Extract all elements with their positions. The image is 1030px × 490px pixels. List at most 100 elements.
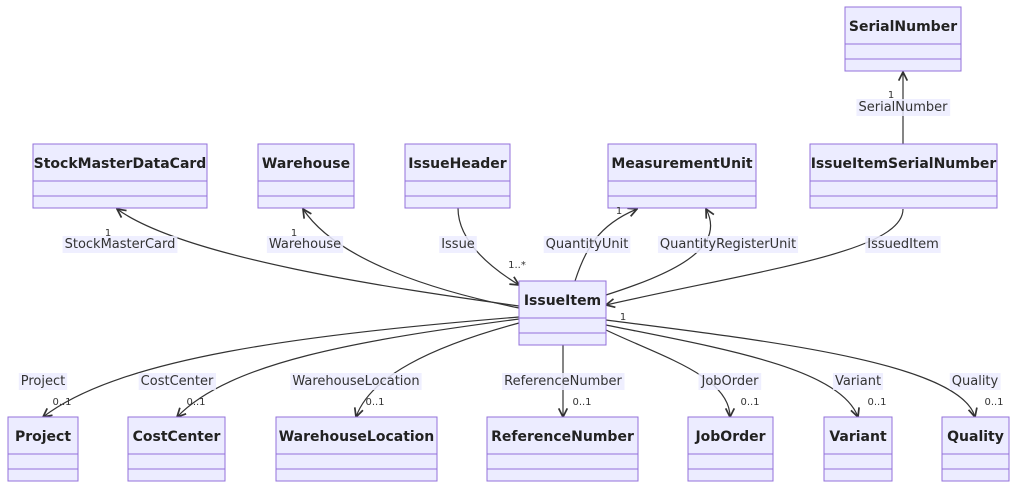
relation-label-quantity-register-unit: QuantityRegisterUnit — [657, 236, 799, 253]
class-name-variant: Variant — [829, 429, 887, 445]
class-name-reference-number: ReferenceNumber — [491, 429, 634, 445]
class-box-rect — [127, 416, 226, 482]
class-box-warehouse-location[interactable]: WarehouseLocation — [275, 416, 438, 482]
relation-line-quantity-register-unit — [605, 209, 711, 296]
class-box-measurement-unit[interactable]: MeasurementUnit — [607, 143, 757, 209]
label-background — [865, 236, 941, 253]
relation-line-warehouse-location — [356, 322, 520, 417]
label-background — [949, 373, 1001, 390]
relation-label-text: Quality — [952, 374, 999, 389]
cardinality-label: 0..1 — [365, 397, 384, 408]
relation-label-text: CostCenter — [141, 374, 214, 389]
class-name-cost-center: CostCenter — [133, 429, 221, 445]
cardinality-label: 0..1 — [572, 397, 591, 408]
relation-label-reference-number: ReferenceNumber — [502, 373, 625, 390]
relation-label-issued-item: IssuedItem — [865, 236, 941, 253]
class-box-project[interactable]: Project — [7, 416, 79, 482]
cardinality-label: 1 — [105, 228, 111, 239]
class-box-rect — [486, 416, 639, 482]
relation-label-text: Warehouse — [269, 237, 341, 252]
relation-line-issue — [457, 207, 519, 285]
class-name-measurement-unit: MeasurementUnit — [611, 156, 752, 172]
label-background — [62, 236, 178, 253]
relation-label-project: Project — [18, 373, 68, 390]
label-background — [698, 373, 762, 390]
cardinality-label: 0..1 — [740, 397, 759, 408]
relation-line-issued-item — [606, 208, 904, 305]
class-box-job-order[interactable]: JobOrder — [687, 416, 774, 482]
class-box-issue-header[interactable]: IssueHeader — [404, 143, 511, 209]
cardinality-label: 0..1 — [867, 397, 886, 408]
relation-label-quantity-unit: QuantityUnit — [543, 236, 631, 253]
class-box-rect — [257, 143, 355, 209]
class-name-warehouse: Warehouse — [262, 156, 350, 172]
class-box-rect — [404, 143, 511, 209]
class-name-serial-number: SerialNumber — [849, 19, 957, 35]
relation-line-quality — [605, 319, 975, 417]
class-box-rect — [518, 280, 607, 346]
relation-label-quality: Quality — [949, 373, 1001, 390]
class-box-warehouse[interactable]: Warehouse — [257, 143, 355, 209]
relation-label-cost-center: CostCenter — [138, 373, 216, 390]
class-box-cost-center[interactable]: CostCenter — [127, 416, 226, 482]
cardinality-label: 1 — [291, 228, 297, 239]
cardinality-label: 1..* — [508, 260, 526, 271]
class-box-variant[interactable]: Variant — [823, 416, 893, 482]
label-background — [138, 373, 216, 390]
cardinality-label: 1 — [888, 90, 894, 101]
label-background — [832, 373, 884, 390]
class-box-stock-master-data-card[interactable]: StockMasterDataCard — [32, 143, 208, 209]
class-name-issue-item-serial-number: IssueItemSerialNumber — [811, 156, 997, 172]
class-box-quality[interactable]: Quality — [941, 416, 1010, 482]
relation-label-variant: Variant — [832, 373, 884, 390]
label-background — [290, 373, 422, 390]
class-box-serial-number[interactable]: SerialNumber — [844, 6, 962, 72]
relation-label-serial-number: SerialNumber — [856, 99, 951, 116]
relation-label-text: IssuedItem — [867, 237, 938, 252]
relation-label-stock-master-card: StockMasterCard — [62, 236, 178, 253]
cardinality-label: 0..1 — [186, 397, 205, 408]
class-box-rect — [844, 6, 962, 72]
label-background — [502, 373, 625, 390]
class-name-warehouse-location: WarehouseLocation — [279, 429, 435, 445]
relation-label-text: WarehouseLocation — [292, 374, 419, 389]
class-name-issue-item: IssueItem — [524, 293, 601, 309]
relations-layer — [43, 72, 975, 417]
class-box-reference-number[interactable]: ReferenceNumber — [486, 416, 639, 482]
class-box-issue-item-serial-number[interactable]: IssueItemSerialNumber — [809, 143, 998, 209]
label-background — [439, 236, 477, 253]
class-name-job-order: JobOrder — [694, 429, 765, 445]
relation-label-warehouse-location: WarehouseLocation — [290, 373, 422, 390]
class-box-rect — [823, 416, 893, 482]
relation-label-text: Project — [21, 374, 65, 389]
relation-line-job-order — [605, 329, 730, 417]
class-box-rect — [7, 416, 79, 482]
class-name-quality: Quality — [947, 429, 1004, 445]
cardinality-label: 0..1 — [984, 397, 1003, 408]
relation-label-text: Issue — [441, 237, 475, 252]
class-box-rect — [607, 143, 757, 209]
cardinality-label: 1 — [620, 312, 626, 323]
relation-label-warehouse: Warehouse — [266, 236, 344, 253]
class-box-rect — [32, 143, 208, 209]
class-box-rect — [809, 143, 998, 209]
cardinality-label: 0..1 — [52, 397, 71, 408]
relation-label-text: QuantityRegisterUnit — [660, 237, 796, 252]
relation-line-project — [43, 316, 520, 417]
relation-label-text: QuantityUnit — [546, 237, 629, 252]
class-box-rect — [275, 416, 438, 482]
label-background — [18, 373, 68, 390]
class-box-rect — [687, 416, 774, 482]
class-box-rect — [941, 416, 1010, 482]
relation-labels-layer: SerialNumber1StockMasterCard1Warehouse1I… — [18, 90, 1004, 408]
relation-line-stock-master-card — [117, 209, 520, 307]
label-background — [657, 236, 799, 253]
label-background — [543, 236, 631, 253]
class-box-issue-item[interactable]: IssueItem — [518, 280, 607, 346]
relation-line-variant — [605, 324, 858, 417]
relation-label-issue: Issue — [439, 236, 477, 253]
label-background — [856, 99, 951, 116]
label-background — [266, 236, 344, 253]
